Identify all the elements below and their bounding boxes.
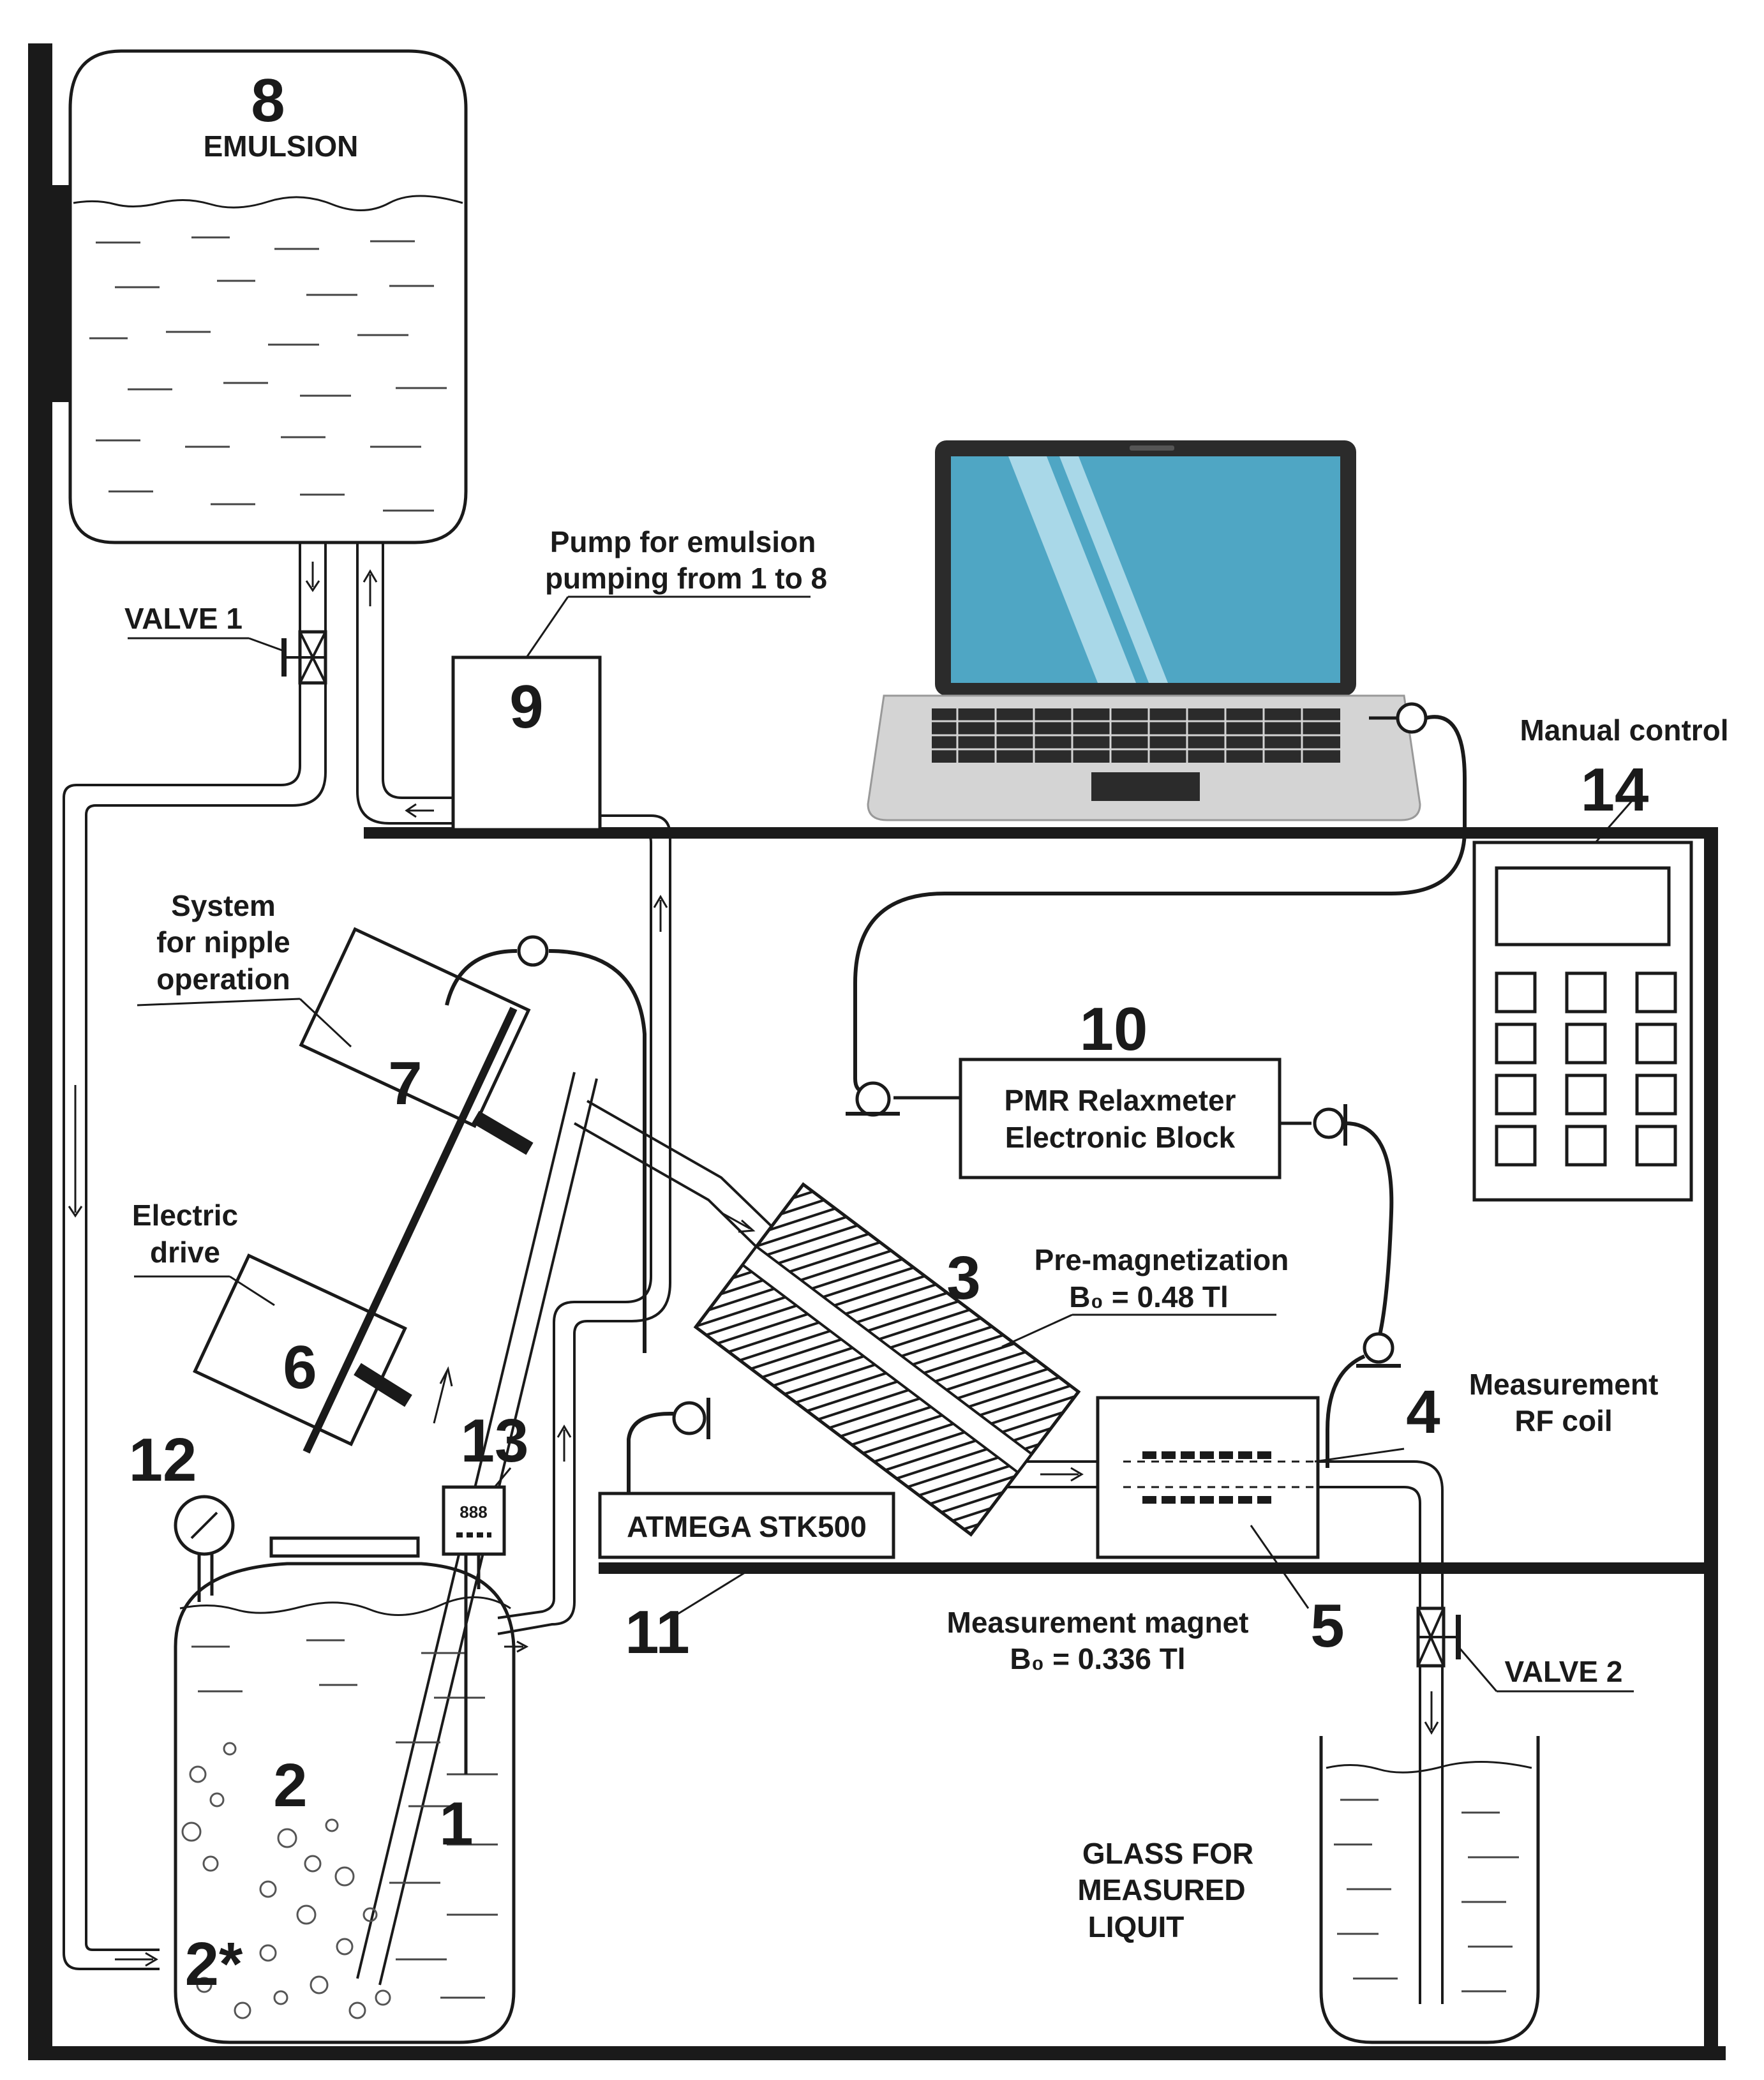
pre-magnetization-3: 3 Pre-magnetization B₀ = 0.48 Tl — [693, 1182, 1289, 1537]
pump-9: 9 Pump for emulsion pumping from 1 to 8 — [451, 525, 827, 832]
label-14: 14 — [1581, 756, 1649, 824]
valve-2[interactable]: VALVE 2 — [1416, 1606, 1634, 1735]
label-emulsion: EMULSION — [204, 130, 359, 163]
label-manual-control: Manual control — [1520, 714, 1728, 747]
right-post — [1704, 827, 1718, 2060]
label-valve-2: VALVE 2 — [1505, 1655, 1623, 1688]
label-electric-line1: Electric — [132, 1199, 238, 1232]
label-glass-line2: MEASURED — [1077, 1873, 1245, 1906]
measurement-magnet-5: 4 Measurement RF coil 5 Measurement magn… — [947, 1368, 1659, 2004]
label-glass-line3: LIQUIT — [1088, 1910, 1185, 1943]
label-2: 2 — [273, 1751, 307, 1820]
label-11: 11 — [625, 1598, 689, 1666]
bubbles — [181, 1742, 391, 2019]
label-4: 4 — [1406, 1378, 1440, 1446]
pipes — [63, 542, 671, 1970]
pmr-relaxmeter-10: 10 PMR Relaxmeter Electronic Block — [846, 995, 1401, 1468]
label-7: 7 — [388, 1049, 422, 1118]
label-pmr-line1: PMR Relaxmeter — [1004, 1084, 1236, 1117]
manual-control-14[interactable]: Manual control 14 — [1472, 714, 1729, 1202]
label-measurement-line1: Measurement — [1469, 1368, 1659, 1401]
label-electric-line2: drive — [150, 1236, 220, 1269]
laptop[interactable] — [867, 440, 1421, 821]
label-pump-line1: Pump for emulsion — [550, 525, 816, 558]
label-3: 3 — [946, 1244, 980, 1312]
lower-shelf — [599, 1562, 1717, 1574]
frame — [28, 43, 1726, 2060]
measurement-glass: GLASS FOR MEASURED LIQUIT — [1077, 1736, 1540, 2044]
tank-liquid-lines — [89, 236, 447, 512]
label-system-line3: operation — [156, 962, 290, 996]
sensor-display: 888 — [460, 1502, 487, 1522]
label-valve-1: VALVE 1 — [124, 602, 243, 635]
label-atmega: ATMEGA STK500 — [627, 1510, 867, 1543]
upper-shelf — [364, 827, 1717, 839]
label-pmr-line2: Electronic Block — [1005, 1121, 1236, 1154]
label-system-line1: System — [171, 889, 276, 922]
label-premag-line2: B₀ = 0.48 Tl — [1069, 1280, 1229, 1313]
label-pump-line2: pumping from 1 to 8 — [545, 562, 827, 595]
label-12: 12 — [129, 1426, 197, 1494]
label-5: 5 — [1310, 1592, 1344, 1660]
emulsion-tank: 8 EMULSION — [68, 49, 468, 544]
atmega-controller-11: ATMEGA STK500 11 — [598, 1398, 895, 1666]
label-magnet-line2: B₀ = 0.336 Tl — [1010, 1642, 1185, 1675]
valve-1[interactable]: VALVE 1 — [124, 602, 327, 685]
label-6: 6 — [283, 1333, 317, 1402]
keypad — [1495, 971, 1677, 1167]
label-9: 9 — [509, 673, 543, 741]
label-measurement-line2: RF coil — [1514, 1404, 1612, 1437]
label-magnet-line1: Measurement magnet — [947, 1606, 1249, 1639]
label-13: 13 — [461, 1407, 529, 1475]
label-system-line2: for nipple — [156, 925, 290, 959]
vessel-1: 12 888 13 2 1 2* — [129, 1407, 529, 2044]
laptop-cable — [853, 702, 1467, 1093]
label-premag-line1: Pre-magnetization — [1035, 1243, 1289, 1276]
label-1: 1 — [439, 1790, 473, 1858]
label-8: 8 — [251, 66, 285, 135]
label-10: 10 — [1080, 995, 1148, 1063]
label-glass-line1: GLASS FOR — [1082, 1837, 1253, 1870]
label-2-star: 2* — [185, 1930, 243, 1998]
nipple-system: 7 6 System for nipple operation Electric… — [132, 889, 647, 1986]
